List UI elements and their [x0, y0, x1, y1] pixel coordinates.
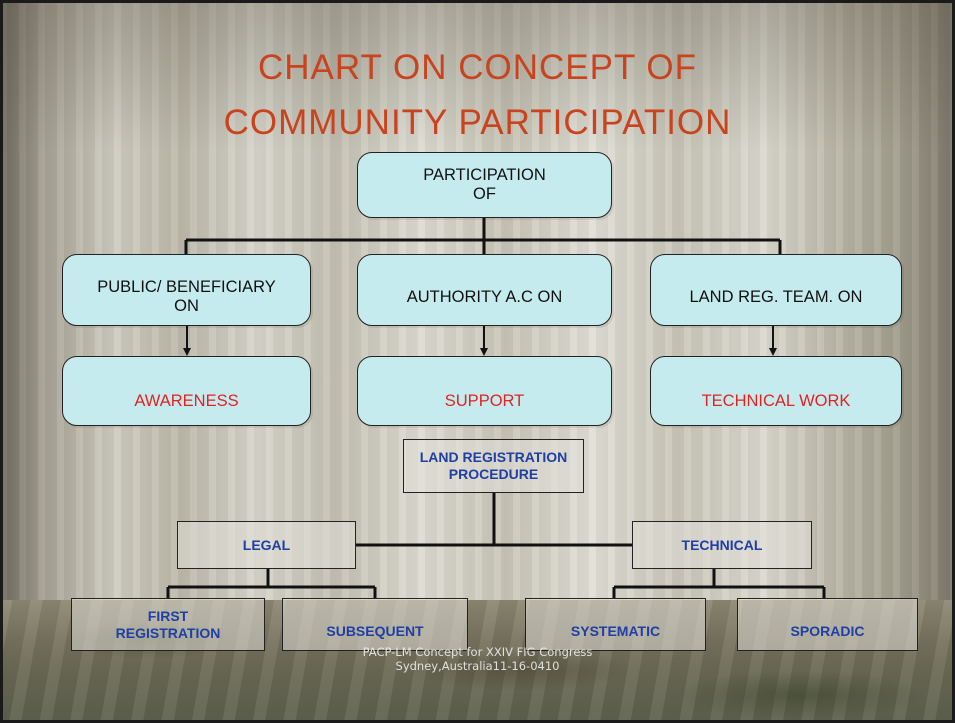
participation-root-line-2: OF [473, 185, 496, 203]
branch-authority-label: AUTHORITY A.C ON [406, 287, 563, 306]
outcome-awareness-box: AWARENESS [62, 356, 311, 426]
technical-box: TECHNICAL [632, 521, 812, 569]
outcome-awareness-label: AWARENESS [134, 391, 239, 410]
branch-public-line-2: ON [174, 297, 199, 315]
footer-line-2: Sydney,Australia11-16-0410 [395, 659, 560, 673]
subsequent-label: SUBSEQUENT [326, 623, 424, 639]
legal-label: LEGAL [242, 536, 291, 553]
first-registration-line-2: REGISTRATION [115, 624, 221, 641]
background-shade [0, 0, 955, 150]
systematic-label: SYSTEMATIC [570, 623, 661, 639]
branch-land-reg-team-box: LAND REG. TEAM. ON [650, 254, 902, 326]
footer-line-1: PACP-LM Concept for XXIV FIG Congress [362, 645, 593, 659]
participation-root-line-1: PARTICIPATION [423, 166, 546, 184]
subsequent-box: SUBSEQUENT [282, 598, 468, 651]
outcome-support-box: SUPPORT [357, 356, 612, 426]
land-registration-procedure-box: LAND REGISTRATION PROCEDURE [403, 439, 584, 493]
outcome-technical-work-box: TECHNICAL WORK [650, 356, 902, 426]
first-registration-box: FIRST REGISTRATION [71, 598, 265, 651]
branch-land-reg-label: LAND REG. TEAM. ON [689, 287, 863, 306]
outcome-support-label: SUPPORT [444, 391, 525, 410]
systematic-box: SYSTEMATIC [525, 598, 706, 651]
sporadic-label: SPORADIC [790, 623, 865, 639]
branch-public-beneficiary-box: PUBLIC/ BENEFICIARY ON [62, 254, 311, 326]
sporadic-box: SPORADIC [737, 598, 918, 651]
participation-root-box: PARTICIPATION OF [357, 152, 612, 218]
slide-title-line-2: COMMUNITY PARTICIPATION [223, 103, 732, 142]
outcome-technical-work-label: TECHNICAL WORK [701, 391, 851, 410]
procedure-root-line-1: LAND REGISTRATION [419, 449, 568, 465]
branch-public-line-1: PUBLIC/ BENEFICIARY [97, 278, 276, 296]
branch-authority-box: AUTHORITY A.C ON [357, 254, 612, 326]
slide-title-line-1: CHART ON CONCEPT OF [257, 48, 698, 87]
procedure-root-line-2: PROCEDURE [448, 466, 539, 482]
first-registration-line-1: FIRST [147, 607, 189, 624]
technical-label: TECHNICAL [681, 536, 763, 553]
legal-box: LEGAL [177, 521, 356, 569]
